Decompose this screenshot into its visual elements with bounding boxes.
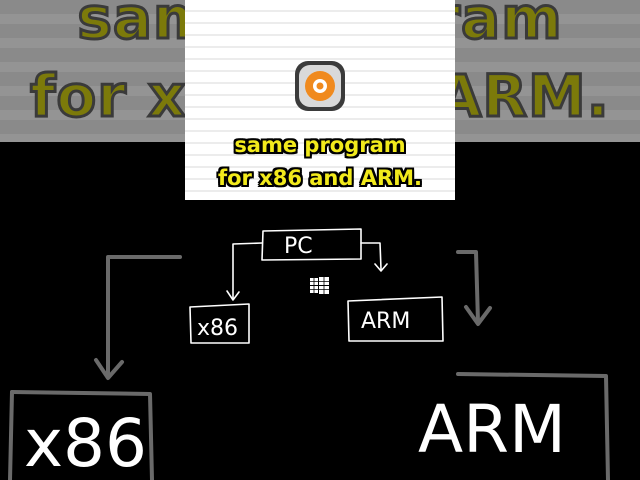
caption-line-2: for x86 and ARM. [217, 166, 423, 190]
background-x86-label: x86 [24, 405, 147, 480]
arrow-to-x86 [232, 242, 263, 300]
background-diagram-echo: x86 ARM [8, 250, 610, 480]
arm-box [347, 296, 444, 342]
background-arm-label: ARM [418, 391, 566, 468]
x86-label: x86 [197, 316, 238, 341]
windows-logo-icon [310, 277, 329, 294]
orange-disc-app-icon [295, 61, 345, 111]
arrow-head-x86 [226, 290, 240, 301]
pc-box [261, 228, 362, 261]
pc-label: PC [284, 234, 313, 259]
caption-line-1: same program [234, 133, 406, 157]
x86-box [189, 303, 250, 344]
architecture-diagram: PC x86 ARM [189, 228, 444, 344]
arrow-head-arm [374, 263, 388, 272]
arm-label: ARM [361, 309, 410, 334]
arrow-to-arm [360, 242, 382, 270]
title-panel: same program for x86 and ARM. [185, 0, 455, 200]
